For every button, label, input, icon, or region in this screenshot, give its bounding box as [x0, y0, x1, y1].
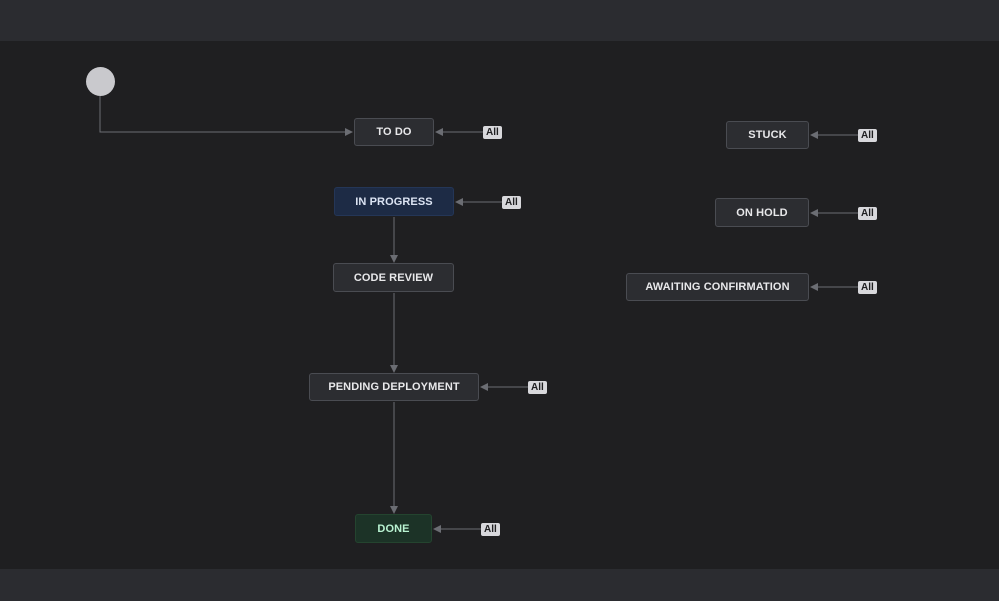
- all-transition-badge-on-hold[interactable]: All: [858, 207, 877, 220]
- top-bar: [0, 0, 999, 41]
- all-transition-badge-todo[interactable]: All: [483, 126, 502, 139]
- all-transition-badge-awaiting-confirmation[interactable]: All: [858, 281, 877, 294]
- status-in-progress[interactable]: IN PROGRESS: [334, 187, 454, 216]
- status-on-hold[interactable]: ON HOLD: [715, 198, 809, 227]
- all-transition-badge-stuck[interactable]: All: [858, 129, 877, 142]
- status-todo[interactable]: TO DO: [354, 118, 434, 146]
- all-transition-badge-in-progress[interactable]: All: [502, 196, 521, 209]
- all-transition-badge-pending-deployment[interactable]: All: [528, 381, 547, 394]
- start-node[interactable]: [86, 67, 115, 96]
- status-awaiting-confirmation[interactable]: AWAITING CONFIRMATION: [626, 273, 809, 301]
- status-stuck[interactable]: STUCK: [726, 121, 809, 149]
- status-code-review[interactable]: CODE REVIEW: [333, 263, 454, 292]
- status-done[interactable]: DONE: [355, 514, 432, 543]
- bottom-bar: [0, 569, 999, 601]
- all-transition-badge-done[interactable]: All: [481, 523, 500, 536]
- workflow-canvas: [0, 41, 999, 569]
- status-pending-deployment[interactable]: PENDING DEPLOYMENT: [309, 373, 479, 401]
